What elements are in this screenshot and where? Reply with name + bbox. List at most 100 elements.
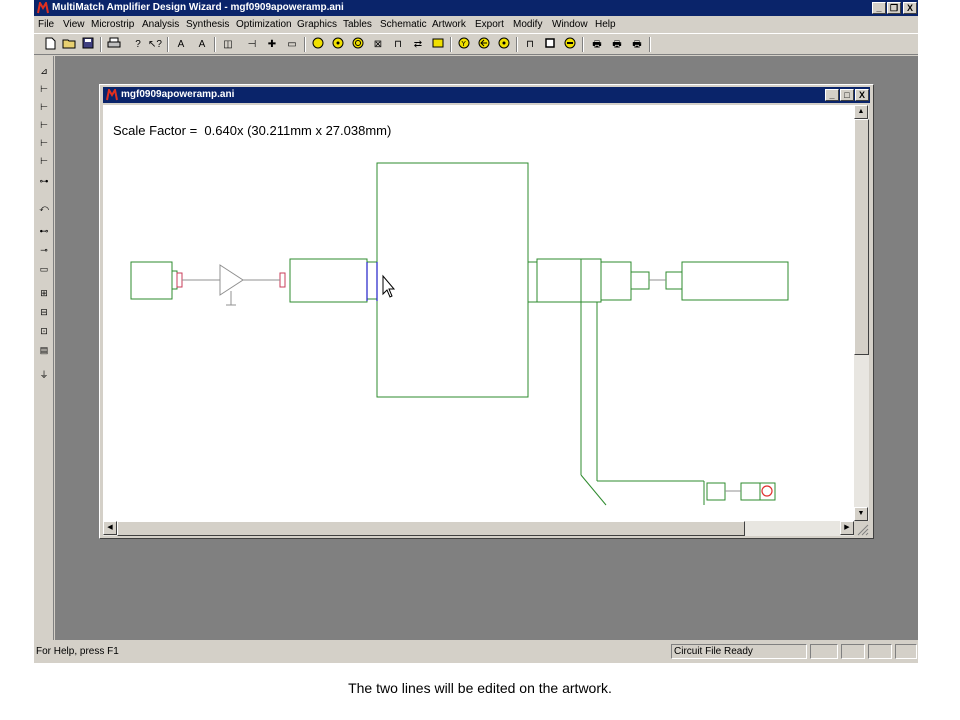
- restore-button[interactable]: ❐: [887, 2, 901, 14]
- menu-tables[interactable]: Tables: [343, 19, 372, 30]
- tee-tool-icon[interactable]: ⊣: [247, 39, 257, 50]
- artwork-canvas[interactable]: Scale Factor = 0.640x (30.211mm x 27.038…: [103, 105, 854, 521]
- context-help-icon[interactable]: ↖?: [148, 39, 162, 50]
- scale-factor-readout: Scale Factor = 0.640x (30.211mm x 27.038…: [113, 123, 391, 138]
- y-tool-icon[interactable]: Y: [456, 37, 472, 52]
- port-2-marker: [279, 272, 286, 288]
- menu-bar: File View Microstrip Analysis Synthesis …: [34, 17, 918, 33]
- save-icon[interactable]: [80, 37, 96, 52]
- stub-tool-icon[interactable]: ⊢: [40, 84, 48, 94]
- output-connector: [630, 271, 650, 290]
- toolbar-separator: [450, 37, 452, 52]
- menu-optimization[interactable]: Optimization: [236, 19, 292, 30]
- vertical-scrollbar[interactable]: ▲ ▼: [854, 105, 869, 521]
- status-file-text: Circuit File Ready: [674, 646, 753, 657]
- svg-text:Y: Y: [461, 40, 467, 48]
- help-question-icon[interactable]: ?: [135, 39, 141, 50]
- dot-tool-icon[interactable]: [496, 37, 512, 52]
- close-button[interactable]: X: [903, 2, 917, 14]
- square-tool-icon[interactable]: [542, 37, 558, 52]
- scroll-up-button[interactable]: ▲: [854, 105, 868, 119]
- arrow-tool-icon[interactable]: [476, 37, 492, 52]
- app-title: MultiMatch Amplifier Design Wizard - mgf…: [52, 2, 344, 13]
- component-tool-icon[interactable]: ▭: [287, 39, 297, 50]
- menu-synthesis[interactable]: Synthesis: [186, 19, 230, 30]
- menu-help[interactable]: Help: [595, 19, 616, 30]
- line-tool-icon[interactable]: ⊿: [40, 66, 48, 76]
- stub-tool-5-icon[interactable]: ⊢: [40, 156, 48, 166]
- output-match-line[interactable]: [600, 261, 632, 301]
- vertical-scroll-thumb[interactable]: [854, 119, 869, 355]
- layout-tool-icon[interactable]: ◫: [223, 39, 233, 50]
- stripe-box-tool-icon[interactable]: ▤: [39, 345, 49, 355]
- child-title-bar[interactable]: mgf0909apoweramp.ani _ □ X: [103, 87, 870, 103]
- library-tool-3-icon[interactable]: 🖶: [632, 39, 642, 50]
- via-hole: [761, 485, 773, 497]
- child-maximize-button[interactable]: □: [840, 89, 854, 101]
- amplifier-symbol: [219, 264, 244, 296]
- menu-graphics[interactable]: Graphics: [297, 19, 338, 30]
- new-file-icon[interactable]: [42, 37, 58, 52]
- transistor-pad[interactable]: [376, 162, 529, 398]
- stub-tool-2-icon[interactable]: ⊢: [40, 102, 48, 112]
- amplifier-tool-2-icon[interactable]: A: [198, 39, 206, 50]
- scroll-right-button[interactable]: ▶: [840, 521, 854, 535]
- menu-modify[interactable]: Modify: [513, 19, 543, 30]
- menu-file[interactable]: File: [38, 19, 55, 30]
- stop-tool-icon[interactable]: [562, 37, 578, 52]
- child-close-button[interactable]: X: [855, 89, 869, 101]
- library-tool-icon[interactable]: 🖶: [592, 39, 602, 50]
- output-pad[interactable]: [681, 261, 789, 301]
- resistor-tool-icon[interactable]: ⊷: [39, 226, 49, 236]
- input-match-line[interactable]: [289, 258, 368, 303]
- status-bar: For Help, press F1 Circuit File Ready: [34, 643, 918, 661]
- capacitor-tool-icon[interactable]: ▭: [39, 264, 49, 274]
- circle-tool-icon[interactable]: [310, 37, 326, 52]
- minimize-button[interactable]: _: [872, 2, 886, 14]
- child-title: mgf0909apoweramp.ani: [121, 89, 235, 100]
- app-title-bar[interactable]: MultiMatch Amplifier Design Wizard - mgf…: [34, 0, 918, 16]
- scroll-left-button[interactable]: ◀: [103, 521, 117, 535]
- shape-tool-icon[interactable]: [430, 37, 446, 52]
- ring-tool-icon[interactable]: [350, 37, 366, 52]
- open-folder-icon[interactable]: [61, 37, 77, 52]
- menu-window[interactable]: Window: [552, 19, 588, 30]
- horizontal-scroll-thumb[interactable]: [117, 521, 745, 536]
- dot-box-tool-icon[interactable]: ⊡: [40, 326, 48, 336]
- menu-export[interactable]: Export: [475, 19, 504, 30]
- multimatch-logo-icon: [37, 2, 49, 14]
- menu-schematic[interactable]: Schematic: [380, 19, 427, 30]
- horizontal-scrollbar[interactable]: ◀ ▶: [103, 521, 854, 536]
- scroll-down-button[interactable]: ▼: [854, 507, 868, 521]
- library-tool-2-icon[interactable]: 🖶: [612, 39, 622, 50]
- cross-tool-icon[interactable]: ✚: [267, 39, 277, 50]
- stub-tool-3-icon[interactable]: ⊢: [40, 120, 48, 130]
- bracket-tool-icon[interactable]: ⊓: [394, 39, 402, 50]
- circle-r-tool-icon[interactable]: [330, 37, 346, 52]
- ground-tool-icon[interactable]: ⏚: [39, 370, 49, 380]
- print-icon[interactable]: [106, 37, 122, 52]
- menu-microstrip[interactable]: Microstrip: [91, 19, 135, 30]
- output-junction[interactable]: [580, 258, 602, 303]
- bias-via-pad: [759, 482, 776, 501]
- menu-artwork[interactable]: Artwork: [432, 19, 466, 30]
- amplifier-tool-icon[interactable]: A: [177, 39, 185, 50]
- stub-tool-4-icon[interactable]: ⊢: [40, 138, 48, 148]
- bend-tool-icon[interactable]: ⤺: [39, 203, 49, 213]
- tapered-line[interactable]: [366, 261, 378, 300]
- resize-grip-icon[interactable]: [854, 521, 869, 536]
- add-box-tool-icon[interactable]: ⊞: [40, 288, 48, 298]
- input-pad[interactable]: [130, 261, 173, 300]
- menu-view[interactable]: View: [63, 19, 85, 30]
- menu-analysis[interactable]: Analysis: [142, 19, 180, 30]
- pulse-tool-icon[interactable]: ⊓: [526, 39, 534, 50]
- box-x-tool-icon[interactable]: ⊠: [373, 39, 383, 50]
- output-connector-2: [665, 271, 683, 290]
- child-minimize-button[interactable]: _: [825, 89, 839, 101]
- swap-tool-icon[interactable]: ⇄: [413, 39, 423, 50]
- minus-box-tool-icon[interactable]: ⊟: [40, 307, 48, 317]
- output-line[interactable]: [536, 258, 582, 303]
- output-step-line[interactable]: [527, 261, 538, 303]
- inductor-tool-icon[interactable]: ⊸: [40, 245, 48, 255]
- series-tool-icon[interactable]: ⊶: [39, 176, 49, 186]
